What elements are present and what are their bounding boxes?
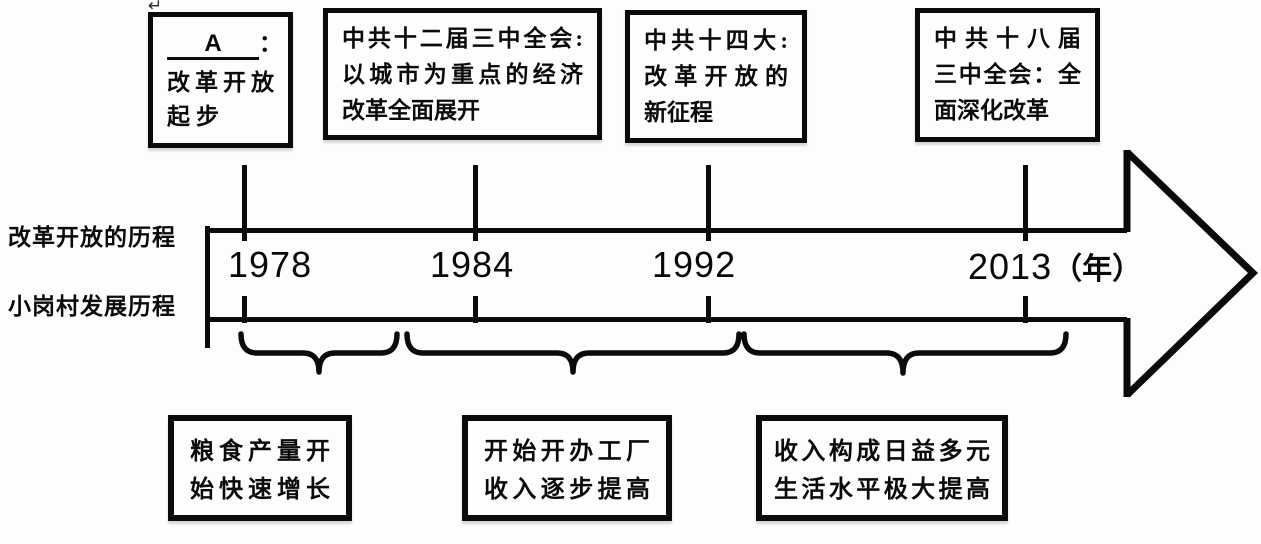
year-label-2013: 2013（年） xyxy=(968,244,1142,288)
event-box-line: 改革全面展开 xyxy=(342,98,480,123)
blank-underline-a: A xyxy=(167,31,259,60)
label-xiaogang-village-process: 小岗村发展历程 xyxy=(8,294,176,319)
year-unit-suffix: （年） xyxy=(1052,253,1143,286)
colon: ： xyxy=(259,31,282,56)
village-box-line: 收入构成日益多元 xyxy=(774,439,990,465)
label-reform-opening-process: 改革开放的历程 xyxy=(8,225,176,250)
event-box-line: 新征程 xyxy=(644,100,713,125)
brace-2 xyxy=(404,331,742,375)
connector-1992 xyxy=(706,165,711,241)
event-box-18th-third-plenum: 中共十八届 三中全会：全 面深化改革 xyxy=(915,8,1100,142)
blank-a-line: A： xyxy=(167,29,282,60)
village-box-line: 收入逐步提高 xyxy=(484,477,650,503)
tick-1992 xyxy=(706,296,711,323)
year-label-1992: 1992 xyxy=(652,244,737,285)
event-box-14th-congress: 中共十四大: 改革开放的 新征程 xyxy=(625,10,807,143)
event-box-12th-third-plenum: 中共十二届三中全会: 以城市为重点的经济 改革全面展开 xyxy=(323,8,602,140)
tick-1984 xyxy=(473,296,478,323)
village-box-grain-growth: 粮食产量开 始快速增长 xyxy=(168,415,352,521)
tick-1978 xyxy=(242,296,247,323)
event-box-a-reform-start: A： 改革开放 起步 xyxy=(148,12,293,148)
event-box-line: 中共十四大: xyxy=(644,28,788,53)
tick-2013 xyxy=(1023,296,1028,323)
connector-1978 xyxy=(242,165,247,241)
village-box-line: 粮食产量开 xyxy=(190,439,330,465)
village-box-diverse-income: 收入构成日益多元 生活水平极大提高 xyxy=(756,415,1008,521)
timeline-shaft-left-edge xyxy=(205,226,210,348)
village-box-line: 开始开办工厂 xyxy=(484,439,650,465)
brace-1 xyxy=(238,331,400,375)
village-box-line: 生活水平极大提高 xyxy=(774,477,990,503)
event-box-line: 三中全会：全 xyxy=(934,62,1081,87)
year-label-1984: 1984 xyxy=(430,244,515,285)
event-box-line: 中共十二届三中全会: xyxy=(342,26,583,51)
event-box-line: 起步 xyxy=(167,104,225,129)
connector-1984 xyxy=(473,165,478,241)
arrowhead-outline xyxy=(1124,149,1259,398)
arrowhead-fill xyxy=(1127,152,1253,395)
event-box-line: 面深化改革 xyxy=(934,98,1049,123)
brace-3 xyxy=(741,331,1069,376)
event-box-line: 中共十八届 xyxy=(934,26,1081,51)
year-label-1978: 1978 xyxy=(228,244,313,285)
village-box-factories-income: 开始开办工厂 收入逐步提高 xyxy=(462,415,672,521)
timeline-shaft xyxy=(205,228,1127,322)
event-box-line: 改革开放的 xyxy=(644,64,788,89)
village-box-line: 始快速增长 xyxy=(190,477,330,503)
connector-2013 xyxy=(1023,165,1028,241)
event-box-line: 改革开放 xyxy=(167,70,274,95)
year-2013-number: 2013 xyxy=(968,246,1053,287)
event-box-line: 以城市为重点的经济 xyxy=(342,62,583,87)
